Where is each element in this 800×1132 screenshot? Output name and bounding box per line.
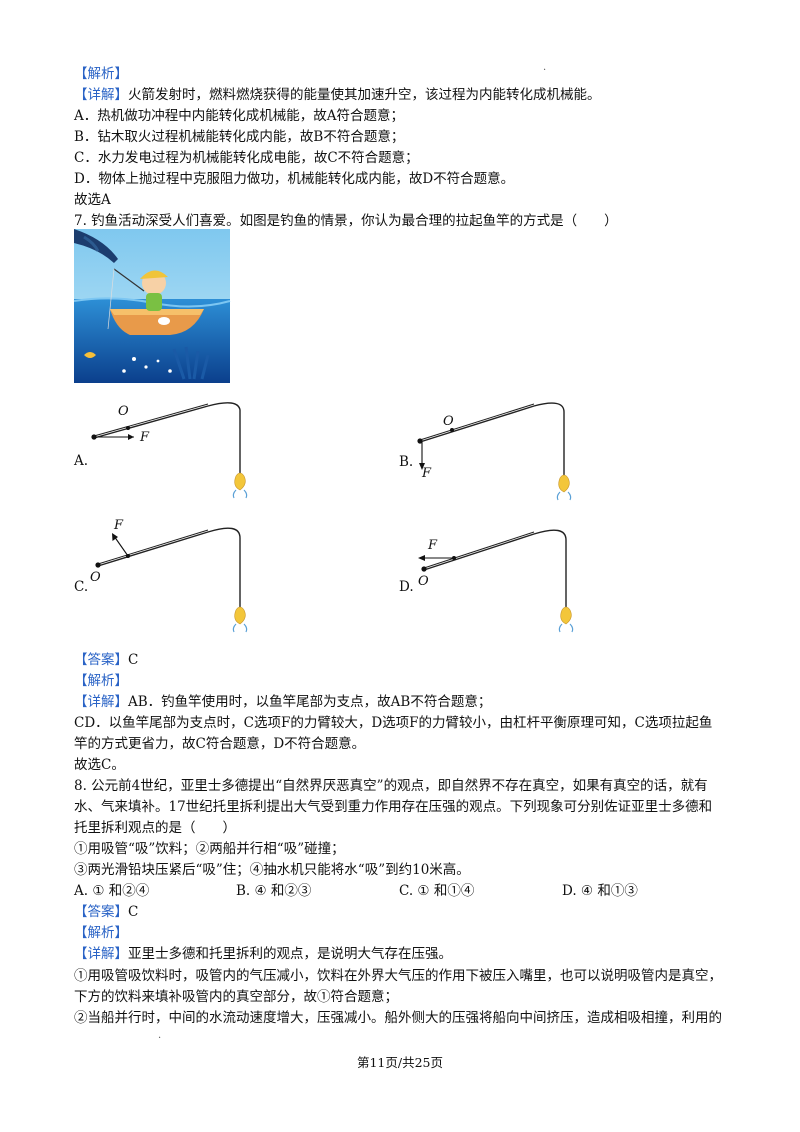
question-8-item: ③两光滑铅块压紧后“吸”住；④抽水机只能将水“吸”到约10米高。 <box>74 862 470 878</box>
detail-line: ②当船并行时，中间的水流动速度增大，压强减小。船外侧大的压强将船向中间挤压，造成… <box>74 1010 722 1026</box>
detail-line: 下方的饮料来填补吸管内的真空部分，故①符合题意； <box>74 989 398 1005</box>
speck: . <box>158 1030 162 1041</box>
option-a-label: A. <box>74 453 89 469</box>
option-line: A．热机做功冲程中内能转化成机械能，故A符合题意； <box>74 108 404 124</box>
detail-line: 竿的方式更省力，故C符合题意，D不符合题意。 <box>74 736 366 752</box>
speck: . <box>543 62 547 73</box>
diagram-option-d <box>418 529 574 633</box>
diagram-option-b <box>417 402 572 501</box>
choice-d: D. ④ 和①③ <box>562 883 638 899</box>
question-8-stem: 托里拆利观点的是（ ） <box>74 820 236 836</box>
page-footer: 第11页/共25页 <box>356 1055 444 1070</box>
answer-line: 【答案】C <box>74 902 138 922</box>
diagram-option-a <box>91 402 248 499</box>
fishing-illustration <box>73 229 231 383</box>
detail-tag: 【详解】 <box>74 87 128 103</box>
detail-text: AB．钓鱼竿使用时，以鱼竿尾部为支点，故AB不符合题意； <box>128 694 492 710</box>
answer-value: C <box>128 652 139 668</box>
detail-line: 【详解】亚里士多德和托里拆利的观点，是说明大气存在压强。 <box>74 944 452 964</box>
option-c-label: C. <box>74 579 89 595</box>
detail-line: ①用吸管吸饮料时，吸管内的气压减小，饮料在外界大气压的作用下被压入嘴里，也可以说… <box>74 968 722 984</box>
analysis-tag: 【解析】 <box>74 925 128 941</box>
detail-tag: 【详解】 <box>74 946 128 962</box>
question-8-stem: 8. 公元前4世纪，亚里士多德提出“自然界厌恶真空”的观点，即自然界不存在真空，… <box>74 778 708 794</box>
detail-text: 火箭发射时，燃料燃烧获得的能量使其加速升空，该过程为内能转化成机械能。 <box>128 87 601 103</box>
answer-tag: 【答案】 <box>74 652 128 668</box>
label-F: F <box>428 538 438 553</box>
analysis-tag: 【解析】 <box>74 673 128 689</box>
label-F: F <box>114 518 124 533</box>
label-O: O <box>118 404 129 419</box>
choice-a: A. ① 和②④ <box>74 883 150 899</box>
question-8-stem: 水、气来填补。17世纪托里拆利提出大气受到重力作用存在压强的观点。下列现象可分别… <box>74 799 713 815</box>
diagram-option-c <box>95 527 248 633</box>
option-line: B．钻木取火过程机械能转化成内能，故B不符合题意； <box>74 129 405 145</box>
option-line: C．水力发电过程为机械能转化成电能，故C不符合题意； <box>74 150 419 166</box>
label-O: O <box>443 414 454 429</box>
label-O: O <box>418 574 429 589</box>
question-8-item: ①用吸管“吸”饮料；②两船并行相“吸”碰撞； <box>74 841 345 857</box>
detail-text: 亚里士多德和托里拆利的观点，是说明大气存在压强。 <box>128 946 452 962</box>
answer-value: C <box>128 904 139 920</box>
conclusion: 故选A <box>74 192 111 208</box>
analysis-tag: 【解析】 <box>74 66 128 82</box>
label-F: F <box>140 430 150 445</box>
option-d-label: D. <box>399 579 414 595</box>
label-O: O <box>90 570 101 585</box>
detail-line: 【详解】AB．钓鱼竿使用时，以鱼竿尾部为支点，故AB不符合题意； <box>74 692 491 712</box>
detail-line: 【详解】火箭发射时，燃料燃烧获得的能量使其加速升空，该过程为内能转化成机械能。 <box>74 85 601 105</box>
detail-tag: 【详解】 <box>74 694 128 710</box>
conclusion: 故选C。 <box>74 757 125 773</box>
option-b-label: B. <box>399 454 414 470</box>
answer-tag: 【答案】 <box>74 904 128 920</box>
detail-line: CD．以鱼竿尾部为支点时，C选项F的力臂较大，D选项F的力臂较小，由杠杆平衡原理… <box>74 715 713 731</box>
question-7-stem: 7. 钓鱼活动深受人们喜爱。如图是钓鱼的情景，你认为最合理的拉起鱼竿的方式是（ … <box>74 213 618 229</box>
answer-line: 【答案】C <box>74 650 138 670</box>
option-line: D．物体上抛过程中克服阻力做功，机械能转化成内能，故D不符合题意。 <box>74 171 515 187</box>
choice-c: C. ① 和①④ <box>399 883 475 899</box>
choice-b: B. ④ 和②③ <box>236 883 312 899</box>
label-F: F <box>422 466 432 481</box>
